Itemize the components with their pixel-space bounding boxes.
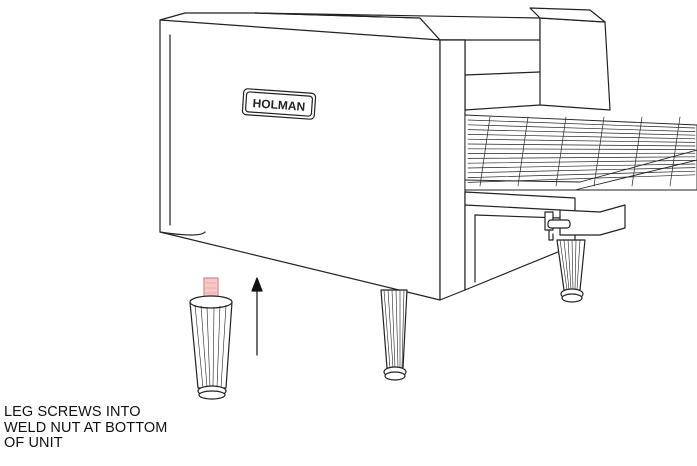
- loose-leg: [189, 277, 233, 400]
- oven-right-cabinet: [464, 7, 611, 111]
- conveyor-rod: [467, 160, 696, 164]
- conveyor-rod: [467, 138, 696, 143]
- leg-installation-caption: LEG SCREWS INTO WELD NUT AT BOTTOM OF UN…: [4, 404, 264, 452]
- conveyor-rod: [467, 129, 696, 136]
- conveyor-cross-bar: [555, 116, 567, 187]
- conveyor-rod: [467, 119, 696, 129]
- conveyor-cross-bar: [631, 116, 643, 187]
- conveyor-cross-bar: [593, 116, 605, 187]
- conveyor-rod: [467, 148, 696, 150]
- conveyor-rod: [467, 124, 696, 132]
- conveyor-cross-bar: [669, 116, 681, 187]
- conveyor-rod: [467, 134, 696, 140]
- lower-cavity: [464, 191, 626, 291]
- up-arrow-icon: [251, 277, 263, 356]
- oven-front-panel: [159, 19, 466, 301]
- installed-rear-leg: [556, 239, 586, 303]
- caption-line: WELD NUT AT BOTTOM: [4, 419, 168, 436]
- conveyor-rod: [467, 167, 696, 174]
- conveyor-crank: [544, 211, 571, 241]
- conveyor-rod: [467, 174, 696, 183]
- conveyor-rod: [467, 156, 696, 159]
- installed-front-leg: [380, 289, 408, 381]
- conveyor-cross-bar: [479, 116, 491, 187]
- conveyor-rod: [467, 143, 696, 147]
- brand-logo-text: HOLMAN: [252, 96, 306, 114]
- conveyor-rod: [467, 170, 696, 178]
- conveyor-cross-bar: [517, 116, 529, 187]
- caption-line: OF UNIT: [4, 435, 63, 451]
- caption-line: LEG SCREWS INTO: [4, 404, 141, 420]
- brand-logo-plate: [241, 88, 317, 120]
- conveyor-rod: [467, 163, 696, 169]
